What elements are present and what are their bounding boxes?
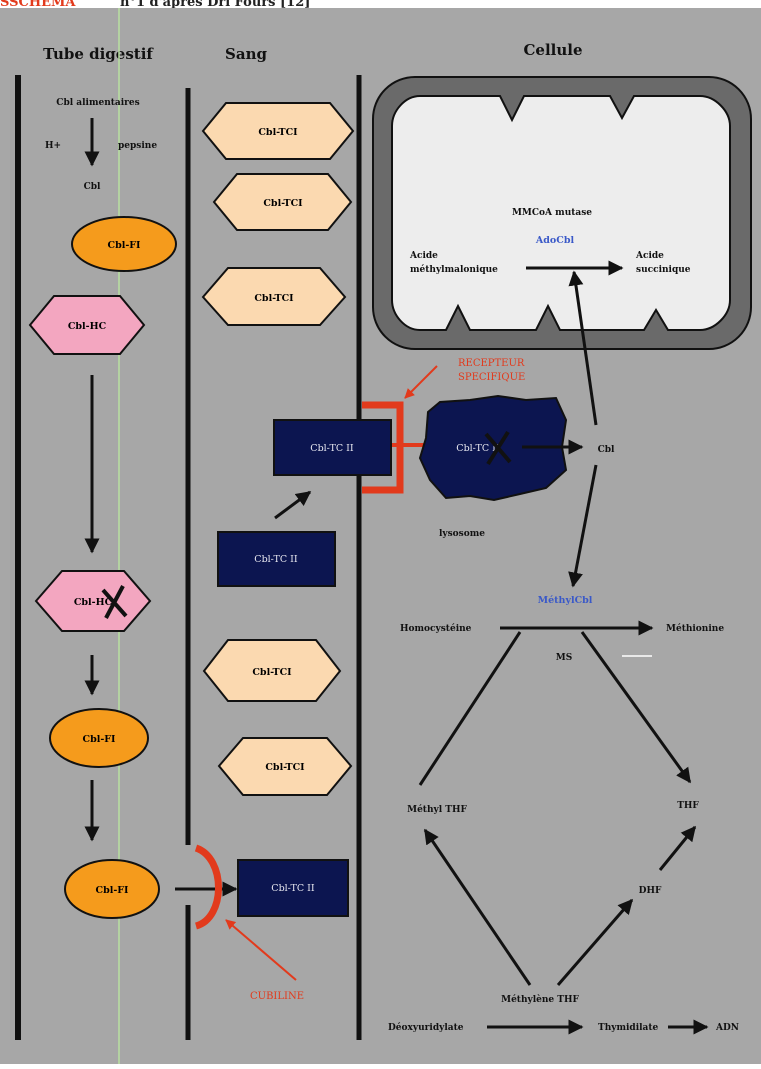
arrow-to-dhf <box>556 898 634 986</box>
node-tci-2 <box>212 173 353 231</box>
label-receptor-2: SPECIFIQUE <box>458 372 525 383</box>
label-methyl-thf: Méthyl THF <box>407 804 467 815</box>
label-dhf: DHF <box>639 886 662 896</box>
node-cbl-fi-2 <box>49 708 149 768</box>
cubilin-receptor <box>194 844 222 930</box>
arrow-tcii-binding <box>274 490 312 520</box>
label-cbl-food: Cbl alimentaires <box>56 98 139 108</box>
label-product-1: Acide <box>635 251 664 261</box>
label-adocbl: AdoCbl <box>535 235 575 246</box>
cross-hc-icon <box>101 585 128 619</box>
arrow-dhf-to-thf <box>658 825 697 871</box>
label-tci-1: Cbl-TCI <box>258 127 298 138</box>
label-ms: MS <box>556 653 572 663</box>
label-cubilin: CUBILINE <box>250 991 304 1002</box>
header-strip <box>0 0 761 8</box>
arrow-cbl-to-adocbl <box>568 270 598 426</box>
label-tcii-1: Cbl-TC II <box>310 443 354 454</box>
column-title-cell: Cellule <box>523 41 582 59</box>
label-cbl-fi-1: Cbl-FI <box>108 240 142 251</box>
arrow-to-thf <box>580 631 692 784</box>
label-tci-5: Cbl-TCI <box>265 762 305 773</box>
label-lysosome: lysosome <box>439 529 485 539</box>
label-thf: THF <box>677 801 699 811</box>
node-tci-5 <box>217 737 353 796</box>
arrow-cbl-to-methylcbl <box>568 464 598 588</box>
label-lyso-complex: Cbl-TC II <box>456 443 500 454</box>
label-methylcbl: MéthylCbl <box>538 595 593 606</box>
header-prefix: SSCHÉMA <box>0 0 76 10</box>
label-cbl: Cbl <box>84 182 101 192</box>
label-adn: ADN <box>715 1023 739 1033</box>
arrow-receptor-label <box>404 365 438 399</box>
label-cbl-free: Cbl <box>598 445 615 455</box>
header-caption: n°1 d'après Dri Fours [12] <box>120 0 310 10</box>
node-tci-4 <box>202 639 342 702</box>
mitochondrial-matrix <box>391 95 731 331</box>
node-tci-1 <box>201 102 355 160</box>
arrow-to-methyl-thf <box>423 828 532 986</box>
label-tcii-3: Cbl-TC II <box>271 883 315 894</box>
node-tcii-3 <box>237 859 349 917</box>
node-cbl-fi-3 <box>64 859 160 919</box>
line-methylthf-to-ms <box>418 631 522 786</box>
label-product-2: succinique <box>636 265 691 275</box>
label-enzyme: MMCoA mutase <box>512 208 592 218</box>
label-tci-2: Cbl-TCI <box>263 198 303 209</box>
label-tci-3: Cbl-TCI <box>254 293 294 304</box>
label-cbl-hc-2: Cbl-HC <box>74 597 113 608</box>
label-cbl-fi-3: Cbl-FI <box>96 885 130 896</box>
cross-lysosome-icon <box>484 430 512 466</box>
label-deoxyuridylate: Déoxyuridylate <box>388 1022 464 1033</box>
lysosome <box>418 394 568 502</box>
node-tcii-2 <box>217 531 336 587</box>
label-methionine: Méthionine <box>666 623 724 634</box>
column-title-blood: Sang <box>225 45 267 63</box>
label-h-plus: H+ <box>45 141 61 151</box>
column-title-digestive: Tube digestif <box>43 45 154 63</box>
label-thymidilate: Thymidilate <box>598 1023 659 1033</box>
label-tci-4: Cbl-TCI <box>252 667 292 678</box>
label-pepsin: pepsine <box>118 141 157 151</box>
label-receptor-1: RECEPTEUR <box>458 358 525 369</box>
node-cbl-hc-1 <box>28 295 146 355</box>
node-cbl-fi-1 <box>71 216 177 272</box>
arrow-cubilin-label <box>225 919 297 981</box>
label-homocysteine: Homocystéine <box>400 623 472 634</box>
label-cbl-hc-1: Cbl-HC <box>68 321 107 332</box>
label-substrate-2: méthylmalonique <box>410 264 498 275</box>
label-tcii-2: Cbl-TC II <box>254 554 298 565</box>
label-substrate-1: Acide <box>409 251 438 261</box>
specific-receptor <box>362 401 404 494</box>
node-tcii-1 <box>273 419 392 476</box>
label-cbl-fi-2: Cbl-FI <box>83 734 117 745</box>
node-tci-3 <box>201 267 347 326</box>
label-methylene-thf: Méthylène THF <box>501 994 579 1005</box>
